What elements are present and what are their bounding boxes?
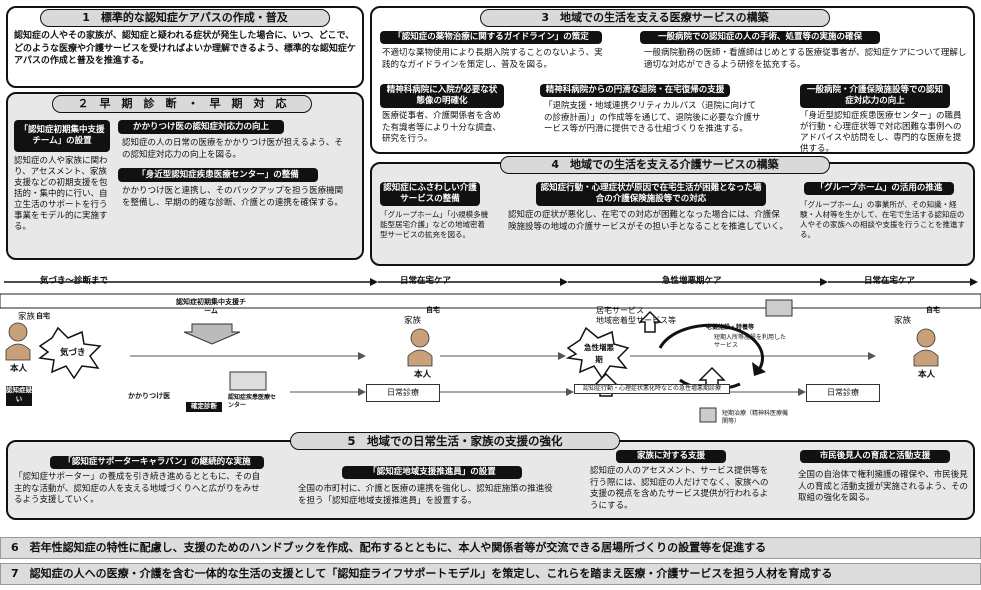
section3-title: 3 地域での生活を支える医療サービスの構築	[480, 9, 830, 27]
sec3-discharge-title: 精神科病院からの円滑な退院・在宅復帰の支援	[540, 84, 730, 97]
sec2-gp-body: 認知症の人の日常の医療をかかりつけ医が担えるよう、その認知症対応力の向上を図る。	[122, 138, 343, 160]
home-label-1: 自宅	[36, 312, 50, 320]
short-label: 短期入所等施設を利用したサービス	[714, 334, 787, 349]
sec4-bpsd-title: 認知症行動・心理症状が原因で在宅生活が困難となった場合の介護保険施設等での対応	[536, 182, 766, 206]
sec5-guardian-title: 市民後見人の育成と活動支援	[800, 450, 950, 463]
sec5-promoter-title: 「認知症地域支援推進員」の設置	[342, 466, 522, 479]
phase3-label: 急性増悪期ケア	[662, 276, 722, 286]
sec3-psych-body: 医療従事者、介護関係者を含めた有識者等により十分な調査、研究を行う。	[382, 111, 502, 144]
team-label: 認知症初期集中支援チーム	[176, 298, 246, 315]
sec2-center-title: 「身近型認知症疾患医療センター」の整備	[118, 168, 318, 182]
sec5-promoter-body: 全国の市町村に、介護と医療の連携を強化し、認知症施策の推進役を担う「認知症地域支…	[298, 484, 553, 506]
gp-label: かかりつけ医	[128, 392, 171, 400]
section3-panel	[370, 6, 975, 154]
sec4-service-title: 認知症にふさわしい介護サービスの整備	[380, 182, 480, 206]
sec2-initial-team-body: 認知症の人や家族に関わり、アセスメント、家族支援などの初期支援を包括的・集中的に…	[14, 156, 108, 232]
section4-panel	[370, 162, 975, 266]
sec5-guardian-body: 全国の自治体で権利擁護の確保や、市民後見人の育成と活動支援が実施されるよう、その…	[798, 470, 969, 503]
phase2-label: 日常在宅ケア	[400, 276, 452, 286]
family-label-2: 家族	[404, 316, 422, 326]
section1-title: 1 標準的な認知症ケアパスの作成・普及	[40, 9, 330, 27]
facility-label: 老健施設・特養等	[706, 324, 755, 331]
sec3-guideline-title: 「認知症の薬物治療に関するガイドライン」の策定	[380, 31, 602, 44]
sec5-caravan-body: 「認知症サポーター」の養成を引き続き進めるとともに、その自主的な活動が、認知症の…	[14, 472, 261, 505]
sec5-family-title: 家族に対する支援	[616, 450, 726, 463]
daily-care-1: 日常診療	[366, 384, 440, 402]
person-label-2: 本人	[414, 370, 432, 380]
family-label-1: 家族	[18, 312, 36, 322]
notice-label: 気づき	[60, 348, 86, 358]
sec2-gp-title: かかりつけ医の認知症対応力の向上	[118, 120, 284, 134]
person-label-3: 本人	[918, 370, 936, 380]
section4-title: 4 地域での生活を支える介護サービスの構築	[500, 156, 830, 174]
sec3-facility-body: 「身近型認知症疾患医療センター」の職員が行動・心理症状等で対応困難な事例へのアド…	[800, 111, 962, 154]
shortstay-label: 短期治療（精神科医療機関等）	[722, 410, 789, 425]
center-label: 認知症疾患医療センター	[228, 394, 277, 409]
daily-care-2: 日常診療	[806, 384, 880, 402]
family-label-3: 家族	[894, 316, 912, 326]
sec3-hospital-title: 一般病院での認知症の人の手術、処置等の実施の確保	[640, 31, 880, 44]
sec4-service-body: 「グループホーム」「小規模多機能型居宅介護」などの地域密着型サービスの拡充を図る…	[380, 210, 489, 239]
sec3-hospital-body: 一般病院勤務の医師・看護師はじめとする医療従事者が、認知症ケアについて理解し適切…	[644, 48, 967, 70]
sec3-discharge-body: 「退院支援・地域連携クリティカルパス（退院に向けての診療計画）」の作成等を通じて…	[544, 101, 761, 134]
sec4-gh-body: 「グループホーム」の事業所が、その知識・経験・人材等を生かして、在宅で生活する認…	[800, 200, 965, 239]
sec3-psych-title: 精神科病院に入院が必要な状態像の明確化	[380, 84, 504, 108]
home-label-2: 自宅	[426, 306, 440, 314]
acute-label: 急性増悪期	[584, 343, 614, 364]
suspect-tag: 認知症疑い	[6, 386, 32, 406]
person-label-1: 本人	[10, 364, 28, 374]
phase1-label: 気づき～診断まで	[40, 276, 109, 286]
section2-title: ２ 早 期 診 断 ・ 早 期 対 応	[52, 95, 312, 113]
home-service-label: 居宅サービス 地域密着型サービス等	[596, 306, 676, 325]
bpsd-node: 認知症行動・心理症状悪化時などの急性増悪期診療	[574, 384, 730, 394]
phase4-label: 日常在宅ケア	[864, 276, 916, 286]
sec3-guideline-body: 不適切な薬物使用により長期入院することのないよう、実践的なガイドラインを策定し、…	[382, 48, 603, 70]
sec4-bpsd-body: 認知症の症状が悪化し、在宅での対応が困難となった場合には、介護保険施設等の地域の…	[508, 210, 788, 232]
sec2-initial-team-title: 「認知症初期集中支援チーム」の設置	[14, 120, 110, 152]
section7-bar: 7 認知症の人への医療・介護を含む一体的な生活の支援として「認知症ライフサポート…	[0, 563, 981, 585]
home-label-3: 自宅	[926, 306, 940, 314]
timeline-graphic	[0, 278, 981, 423]
section5-title: 5 地域での日常生活・家族の支援の強化	[290, 432, 620, 450]
section6-bar: 6 若年性認知症の特性に配慮し、支援のためのハンドブックを作成、配布するとともに…	[0, 537, 981, 559]
diagnosis-tag: 確定診断	[186, 402, 222, 412]
sec2-center-body: かかりつけ医と連携し、そのバックアップを担う医療機関を整備し、早期の的確な診断、…	[122, 186, 344, 208]
sec3-facility-title: 一般病院・介護保険施設等での認知症対応力の向上	[800, 84, 950, 108]
sec5-family-body: 認知症の人のアセスメント、サービス提供等を行う際には、認知症の人だけでなく、家族…	[590, 466, 769, 511]
sec5-caravan-title: 「認知症サポーターキャラバン」の継続的な実施	[50, 456, 264, 469]
section1-body: 認知症の人やその家族が、認知症と疑われる症状が発生した場合に、いつ、どこで、どの…	[14, 31, 356, 66]
sec4-gh-title: 「グループホーム」の活用の推進	[804, 182, 954, 195]
